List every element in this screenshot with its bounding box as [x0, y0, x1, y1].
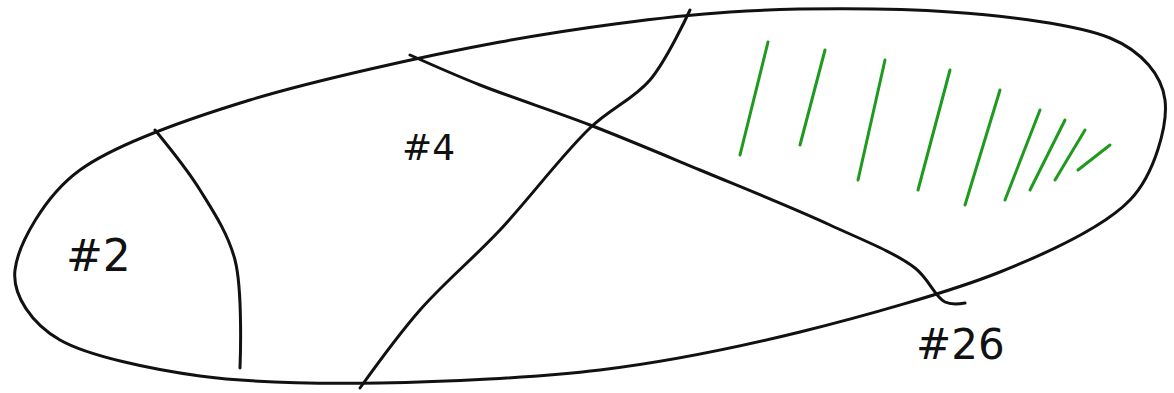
- green-hatching: [800, 50, 825, 145]
- outer-outline: [15, 9, 1166, 383]
- divider-line: [155, 130, 241, 368]
- green-hatching: [1005, 110, 1040, 200]
- green-hatching: [1055, 130, 1085, 180]
- green-hatching: [858, 60, 885, 180]
- green-hatching: [965, 90, 1000, 205]
- region-label: #2: [62, 232, 135, 280]
- green-hatching: [1078, 145, 1110, 170]
- green-hatching: [918, 70, 950, 190]
- region-label: #26: [912, 322, 1009, 368]
- green-hatching: [1030, 120, 1065, 190]
- region-label: #4: [398, 128, 459, 168]
- divider-line: [410, 55, 965, 304]
- divider-line: [360, 10, 690, 388]
- green-hatching: [740, 42, 768, 155]
